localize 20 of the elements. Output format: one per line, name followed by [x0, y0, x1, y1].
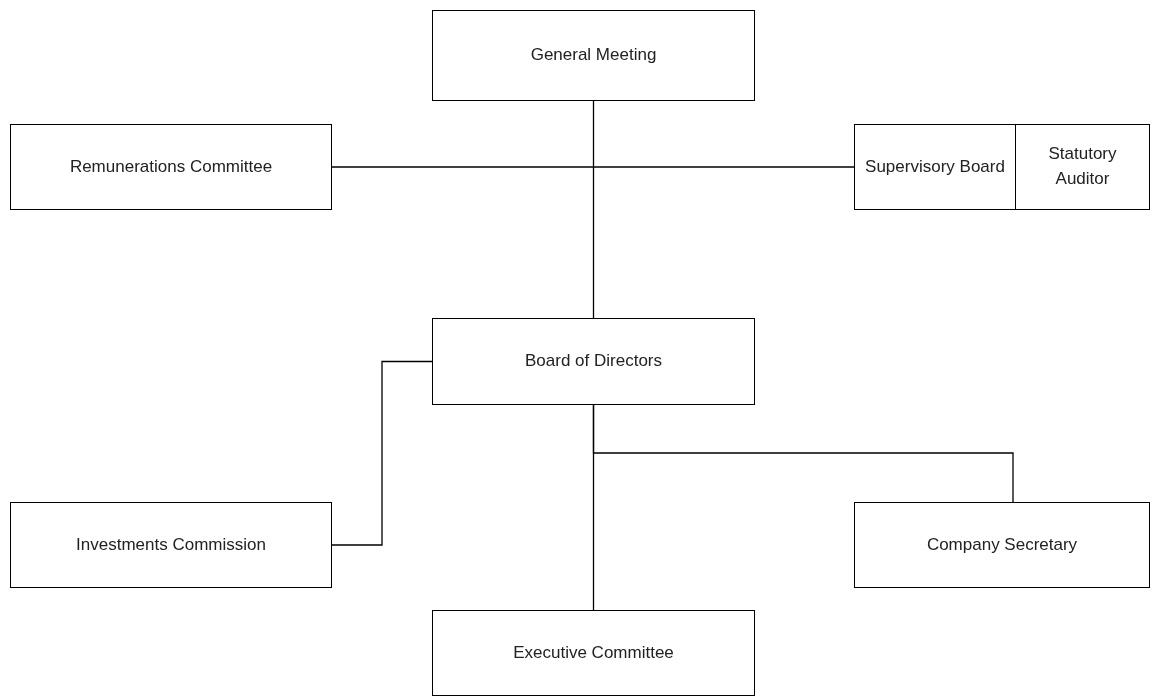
box-label: Company Secretary	[926, 533, 1078, 556]
box-label: Remunerations Committee	[69, 155, 273, 178]
org-box	[854, 502, 1150, 588]
org-box	[10, 124, 332, 210]
connector-line	[592, 404, 595, 611]
org-box	[432, 610, 755, 696]
org-box	[10, 502, 332, 588]
org-box	[432, 10, 755, 101]
org-box	[432, 318, 755, 405]
connector-line	[331, 166, 855, 168]
box-label: Supervisory Board	[865, 155, 1005, 178]
org-box	[1015, 124, 1150, 210]
connector-line	[331, 360, 433, 546]
connector-line	[592, 100, 595, 319]
org-box	[854, 124, 1016, 210]
box-label: Statutory Auditor	[1047, 143, 1118, 190]
box-label: Investments Commission	[76, 533, 266, 556]
box-label: Executive Committee	[513, 641, 674, 664]
box-label: General Meeting	[530, 44, 657, 67]
box-label: Board of Directors	[525, 350, 662, 373]
